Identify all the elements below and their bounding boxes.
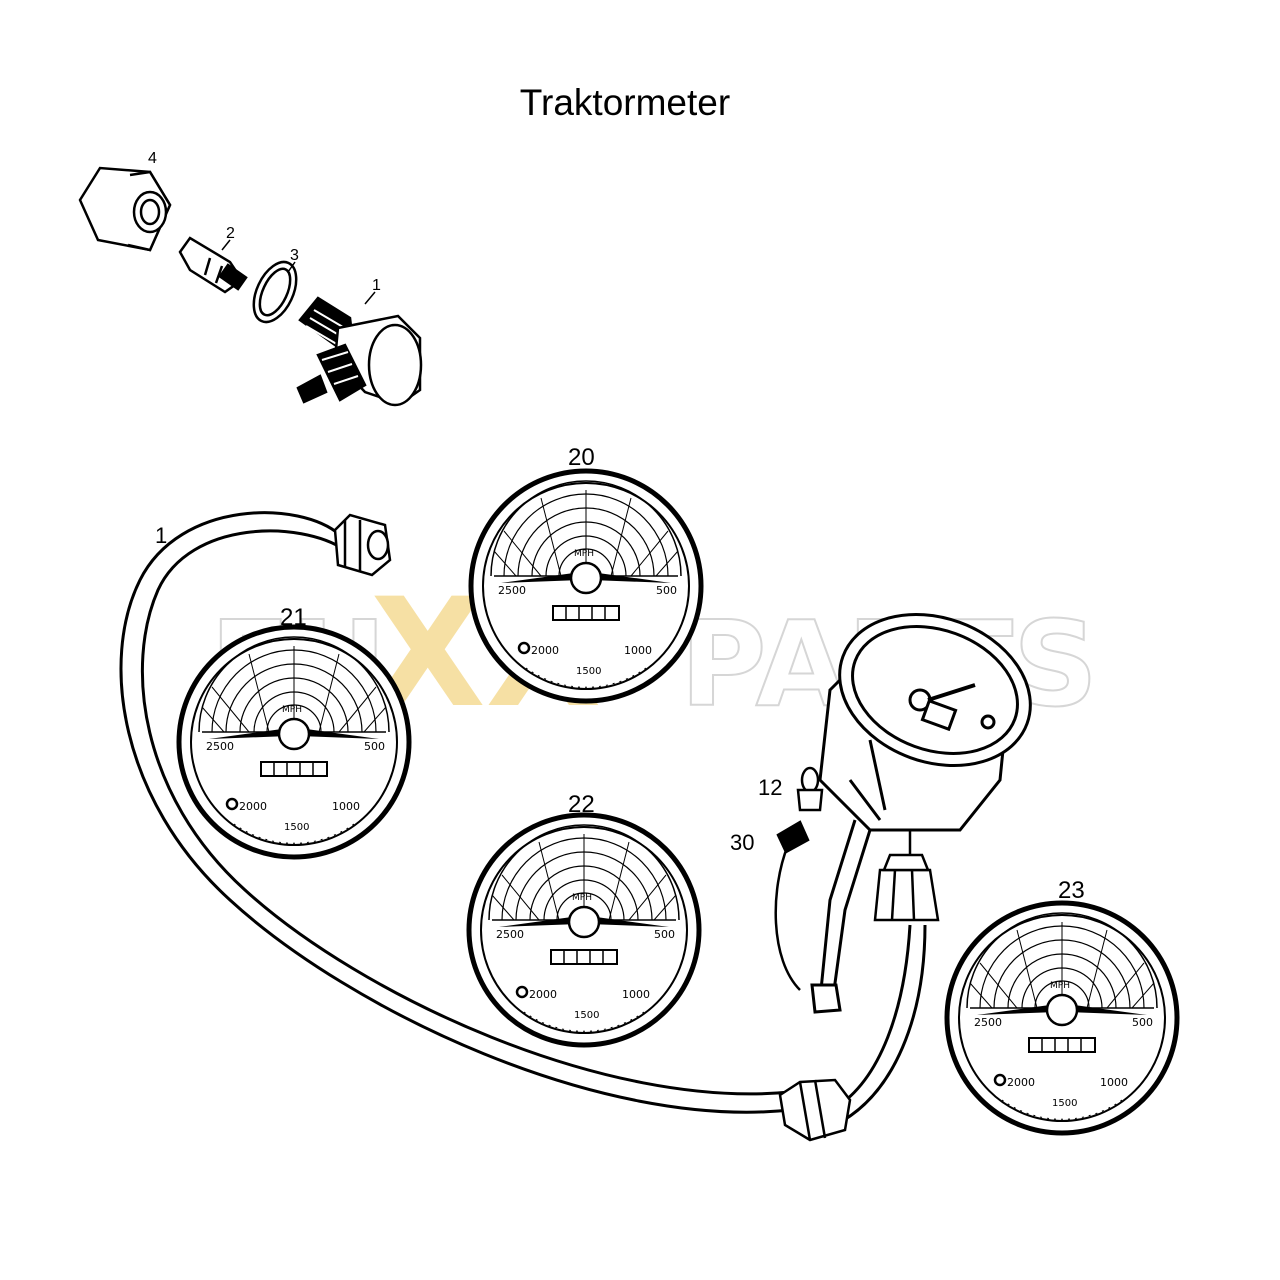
gauge-21-label-left: 2500 <box>206 740 234 753</box>
callout-part-30: 30 <box>730 830 754 855</box>
gauge-23-label-right: 500 <box>1132 1016 1153 1029</box>
gauge-20-label-bottom-right: 1000 <box>624 644 652 657</box>
callout-gauge-22: 22 <box>568 791 595 818</box>
callout-part-4: 4 <box>148 150 157 167</box>
hex-nut-part-4 <box>78 166 172 252</box>
callout-gauge-20: 20 <box>568 444 595 471</box>
gauge-23: 2500 500 2000 1000 1500 MPH <box>947 903 1177 1133</box>
cable-nut <box>333 513 392 577</box>
gauge-23-label-bottom-right: 1000 <box>1100 1076 1128 1089</box>
gauge-22-label-bottom: 1500 <box>574 1010 599 1021</box>
fitting-assembly <box>78 166 423 407</box>
callout-gauge-23: 23 <box>1058 877 1085 904</box>
gauge-20-label-right: 500 <box>656 584 677 597</box>
gauge-20-label-bottom: 1500 <box>576 666 601 677</box>
speedometer-cable <box>119 511 927 1127</box>
angle-drive-part-1 <box>296 296 423 407</box>
cable-grommet <box>778 1078 852 1142</box>
bulb-socket <box>774 766 824 991</box>
gauge-21-label-bottom-right: 1000 <box>332 800 360 813</box>
drive-coupling-part-2 <box>178 236 248 294</box>
cable-sleeve-connector <box>873 820 940 922</box>
gauge-20-label-bottom-left: 2000 <box>531 644 559 657</box>
gauge-23-label-bottom: 1500 <box>1052 1098 1077 1109</box>
gauge-23-label-left: 2500 <box>974 1016 1002 1029</box>
gauge-22-label-bottom-left: 2000 <box>529 988 557 1001</box>
gauge-22: 2500 500 2000 1000 1500 MPH <box>469 815 699 1045</box>
gauge-21-label-bottom-left: 2000 <box>239 800 267 813</box>
gauge-22-label-right: 500 <box>654 928 675 941</box>
gauge-23-unit: MPH <box>1050 981 1070 991</box>
gauge-20-unit: MPH <box>574 549 594 559</box>
gauge-22-unit: MPH <box>572 893 592 903</box>
callout-gauge-21: 21 <box>280 604 307 631</box>
gauge-21: 2500 500 2000 1000 1500 MPH <box>179 627 409 857</box>
gauge-20: 2500 500 2000 1000 1500 MPH <box>471 471 701 701</box>
gauge-20-label-left: 2500 <box>498 584 526 597</box>
gauge-21-label-bottom: 1500 <box>284 822 309 833</box>
seal-ring-part-3 <box>252 260 298 324</box>
gauge-22-label-bottom-right: 1000 <box>622 988 650 1001</box>
callout-part-12: 12 <box>758 775 782 800</box>
callout-part-2: 2 <box>226 225 235 242</box>
gauge-21-label-right: 500 <box>364 740 385 753</box>
callout-cable-1: 1 <box>155 523 167 548</box>
callout-part-3: 3 <box>290 247 299 264</box>
page-title: Traktormeter <box>519 82 731 123</box>
gauge-23-label-bottom-left: 2000 <box>1007 1076 1035 1089</box>
gauge-22-label-left: 2500 <box>496 928 524 941</box>
installed-tachometer <box>810 612 1032 1014</box>
callout-part-1: 1 <box>372 277 381 294</box>
leader-lines <box>221 239 376 305</box>
gauge-21-unit: MPH <box>282 705 302 715</box>
